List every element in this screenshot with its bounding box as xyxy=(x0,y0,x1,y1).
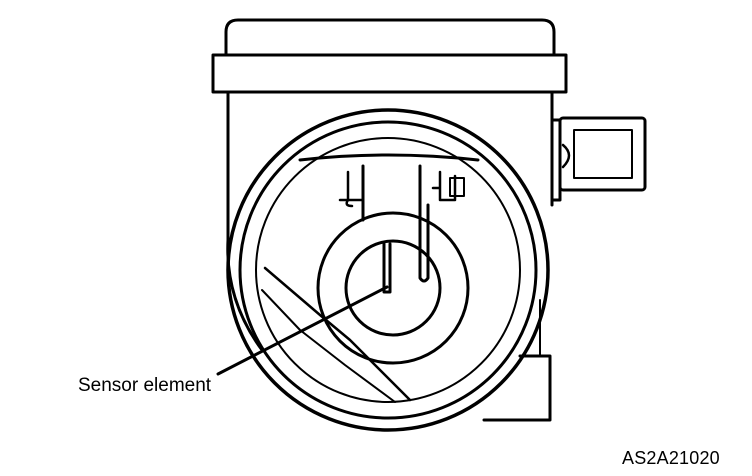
bottom-right-block xyxy=(482,354,552,422)
sensor-tube-inner xyxy=(344,239,442,337)
top-cap xyxy=(224,18,556,57)
connector-inner xyxy=(573,129,633,179)
connector-housing xyxy=(558,116,647,192)
sensor-bracket-screw xyxy=(449,177,465,197)
flow-guide-plate-lower xyxy=(261,289,396,403)
sensor-mount-top xyxy=(298,153,480,162)
sensor-element-label: Sensor element xyxy=(78,375,212,396)
sensor-mount xyxy=(361,164,422,222)
sensor-tube-outer xyxy=(316,211,470,365)
connector-latch xyxy=(561,143,571,169)
bore-wall xyxy=(255,137,521,403)
sensor-bracket-left xyxy=(338,170,365,208)
sensor-element-wire xyxy=(382,242,392,294)
bore-outer-ring xyxy=(226,108,550,432)
sensor-bracket-right xyxy=(431,170,457,202)
callout-leader-line xyxy=(216,285,389,376)
flow-guide-plate xyxy=(263,266,412,402)
bore-inner-ring xyxy=(238,120,538,420)
figure-id-label: AS2A21020 xyxy=(622,448,720,468)
reference-wire xyxy=(418,203,430,283)
top-flange xyxy=(211,53,568,94)
